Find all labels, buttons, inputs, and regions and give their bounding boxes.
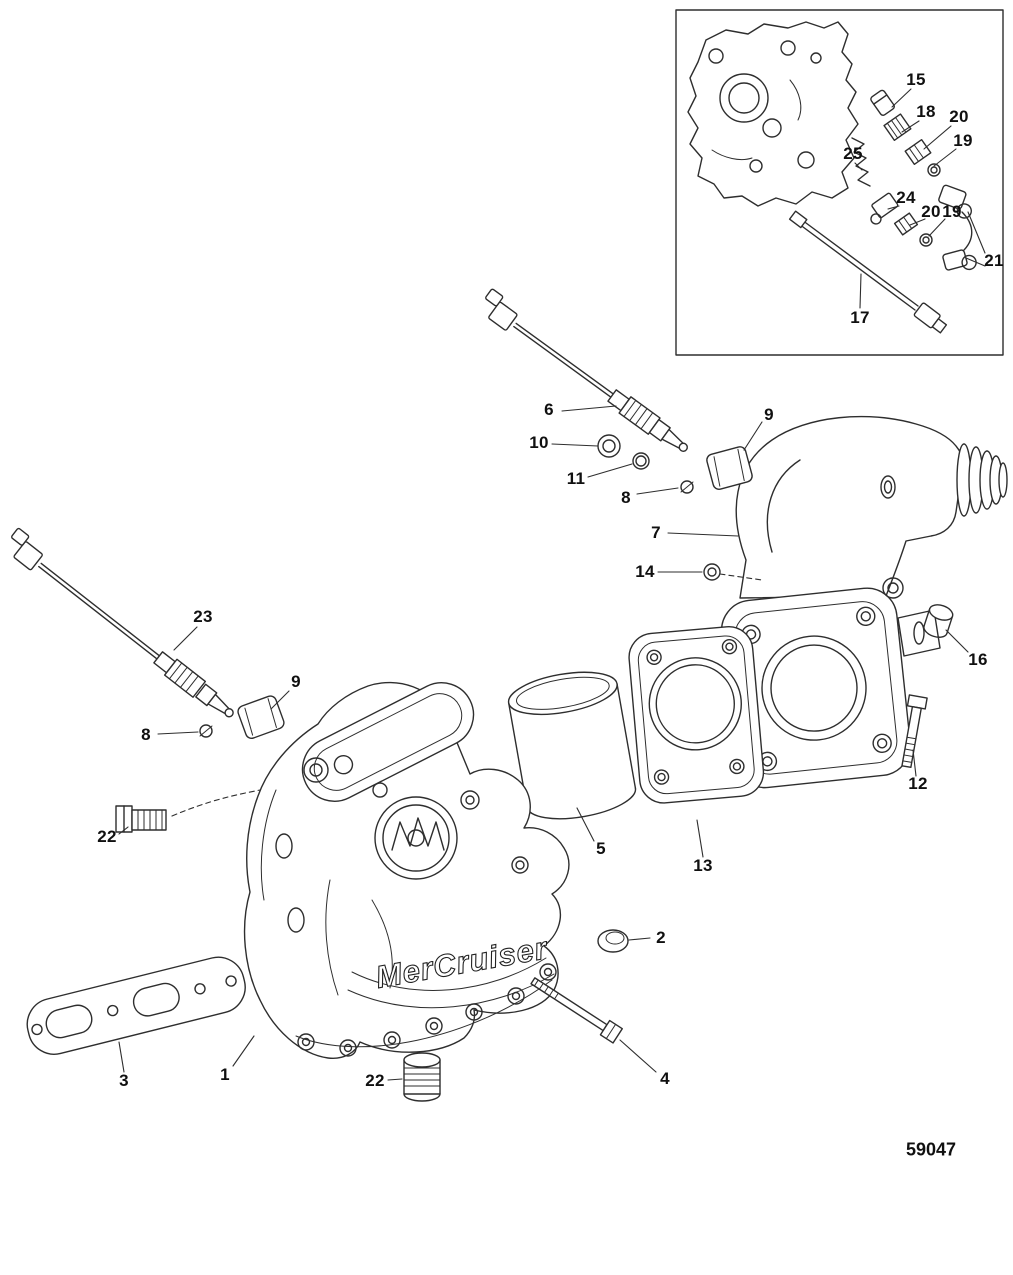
drawing-number: 59047 — [905, 1139, 957, 1160]
exhaust-elbow-7 — [720, 415, 1008, 789]
callout-part-12: 12 — [908, 774, 928, 793]
callout-part-10: 10 — [529, 433, 549, 452]
callout-part-11: 11 — [566, 469, 586, 488]
bolt-12 — [901, 694, 928, 769]
callout-part-9b: 9 — [291, 672, 301, 691]
callout-part-22a: 22 — [97, 827, 117, 846]
leader-lines — [118, 88, 986, 1081]
elbow-flange — [720, 587, 912, 789]
callout-part-3: 3 — [119, 1071, 129, 1090]
drain-plug-22-left — [115, 805, 167, 833]
callout-part-8a: 8 — [621, 488, 631, 507]
manifold-cover — [301, 682, 475, 802]
callout-part-14: 14 — [635, 562, 655, 581]
callout-part-5: 5 — [596, 839, 606, 858]
oring-19b — [919, 233, 933, 247]
manifold-bolt-bosses — [295, 963, 557, 1057]
piston-20a — [904, 139, 932, 165]
clamp-9-left — [237, 695, 285, 740]
manifold-gasket-3 — [26, 956, 246, 1055]
callout-part-24: 24 — [896, 188, 916, 207]
callout-part-8b: 8 — [141, 725, 151, 744]
fittings-21 — [938, 184, 977, 271]
callout-part-20b: 20 — [921, 202, 941, 221]
inset-detail-box — [675, 9, 1004, 356]
fitting-10 — [597, 434, 621, 458]
valve-24 — [870, 192, 899, 225]
callout-part-22b: 22 — [365, 1071, 385, 1090]
callout-part-7: 7 — [651, 523, 661, 542]
callout-part-15: 15 — [906, 70, 926, 89]
callout-part-2: 2 — [656, 928, 666, 947]
elbow-bellows — [956, 443, 1008, 517]
drain-plug-22-bottom — [403, 1052, 441, 1102]
cap-16 — [923, 604, 954, 638]
callout-part-16: 16 — [968, 650, 988, 669]
oxygen-sensor-6 — [485, 288, 688, 452]
screw-8-right — [680, 480, 694, 494]
sensor-17 — [788, 210, 948, 334]
callout-part-17: 17 — [850, 308, 870, 327]
callout-part-4: 4 — [660, 1069, 670, 1088]
plug-2 — [597, 929, 629, 953]
spring-25 — [851, 137, 871, 187]
piston-20b — [893, 212, 919, 236]
callout-part-13: 13 — [693, 856, 713, 875]
oxygen-sensor-23 — [11, 527, 234, 718]
callout-part-18: 18 — [916, 102, 936, 121]
oring-11 — [632, 452, 650, 470]
callout-part-23: 23 — [193, 607, 213, 626]
callout-part-20a: 20 — [949, 107, 969, 126]
clamp-9-right — [706, 446, 753, 490]
oring-19a — [927, 163, 941, 177]
callout-part-25: 25 — [843, 144, 863, 163]
elbow-gasket-13 — [628, 626, 765, 804]
engine-block-sketch — [687, 21, 859, 207]
exhaust-tube-5 — [507, 671, 637, 820]
sleeve-18 — [883, 113, 912, 141]
bolt-4 — [530, 977, 623, 1044]
callout-part-6: 6 — [544, 400, 554, 419]
screw-8-left — [199, 724, 213, 738]
callout-part-1: 1 — [220, 1065, 230, 1084]
fitting-15 — [870, 89, 895, 116]
callout-part-19a: 19 — [953, 131, 973, 150]
brand-medallion — [374, 796, 458, 880]
callout-part-19b: 19 — [942, 202, 962, 221]
exhaust-manifold-1: MerCruiser — [243, 681, 570, 1059]
plug-14 — [703, 563, 721, 581]
callout-part-21: 21 — [984, 251, 1004, 270]
callout-part-9a: 9 — [764, 405, 774, 424]
